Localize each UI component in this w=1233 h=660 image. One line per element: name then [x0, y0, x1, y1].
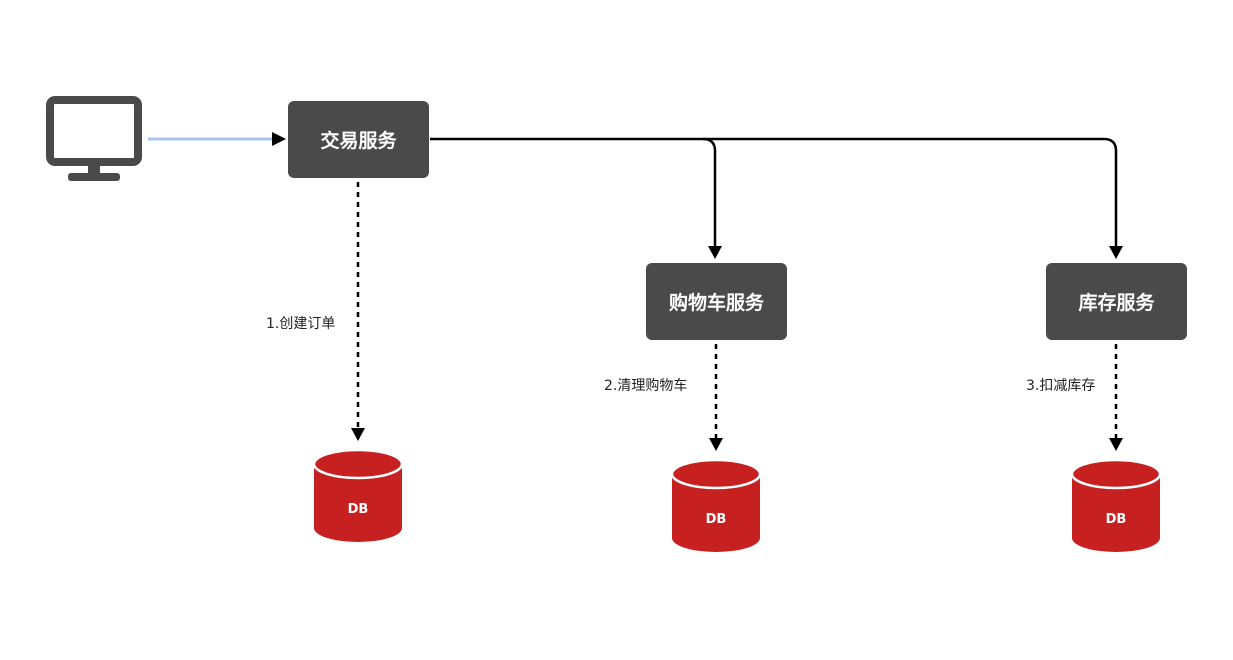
stock-service-box: 库存服务	[1046, 263, 1187, 340]
stock-database-label: DB	[1105, 512, 1127, 527]
step-create-order-label: 1.创建订单	[266, 316, 336, 332]
trade-database-label: DB	[347, 502, 369, 517]
trade-to-stock-connector	[703, 137, 1118, 246]
trade-database: DB	[312, 446, 404, 546]
step-reduce-stock-label: 3.扣减库存	[1026, 378, 1096, 394]
trade-to-cart-connector	[430, 137, 717, 246]
database-icon	[312, 448, 404, 542]
database-icon	[1070, 458, 1162, 552]
cart-database-label: DB	[705, 512, 727, 527]
cart-database: DB	[670, 456, 762, 556]
cart-service-label: 购物车服务	[668, 292, 764, 314]
cart-service-box: 购物车服务	[646, 263, 787, 340]
monitor-icon	[44, 95, 144, 185]
client-to-trade-arrowhead	[272, 132, 286, 146]
trade-service-label: 交易服务	[320, 130, 397, 152]
database-icon	[670, 458, 762, 552]
stock-to-db-arrowhead	[1109, 438, 1123, 451]
trade-to-cart-arrowhead	[708, 246, 722, 259]
trade-service-box: 交易服务	[288, 101, 429, 178]
trade-to-stock-arrowhead	[1109, 246, 1123, 259]
stock-database: DB	[1070, 456, 1162, 556]
trade-to-db-arrowhead	[351, 428, 365, 441]
cart-to-db-arrowhead	[709, 438, 723, 451]
stock-service-label: 库存服务	[1078, 292, 1155, 314]
step-clear-cart-label: 2.清理购物车	[604, 378, 688, 394]
